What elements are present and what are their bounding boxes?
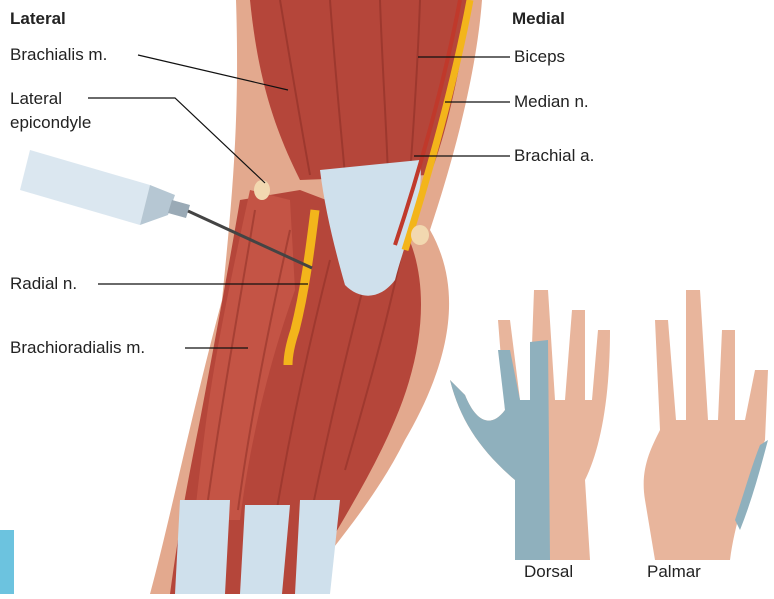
dorsal-label: Dorsal [524,562,573,582]
lateral-heading: Lateral [10,9,66,29]
lower-tendons [175,500,340,594]
lateral-epicondyle-label-line1: Lateral [10,89,62,109]
brachial-artery-label: Brachial a. [514,146,594,166]
palmar-hand [644,290,768,560]
brachialis-label: Brachialis m. [10,45,107,65]
page-accent-bar [0,530,14,594]
medial-epicondyle [411,225,429,245]
radial-nerve-label: Radial n. [10,274,77,294]
medial-heading: Medial [512,9,565,29]
dorsal-hand [450,290,610,560]
palmar-label: Palmar [647,562,701,582]
lateral-epicondyle [254,180,270,200]
lateral-epicondyle-label-line2: epicondyle [10,113,91,133]
biceps-label: Biceps [514,47,565,67]
median-nerve-label: Median n. [514,92,589,112]
brachioradialis-label: Brachioradialis m. [10,338,145,358]
